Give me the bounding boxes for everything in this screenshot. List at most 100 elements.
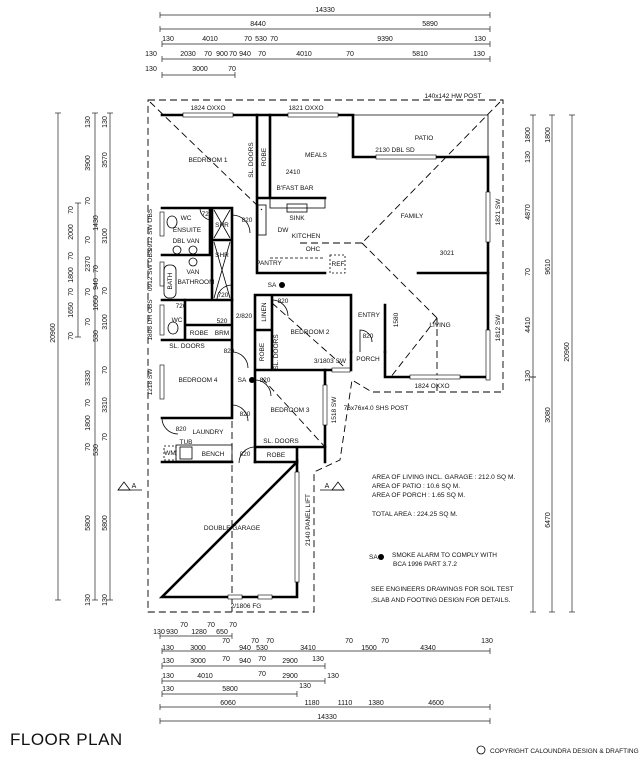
room-label-door-820d: 820 — [363, 333, 374, 340]
dimension-label: 70 — [180, 622, 188, 629]
sink-icon — [286, 203, 308, 213]
dimension-label: 70 — [85, 318, 92, 326]
dimension-label: 4340 — [420, 645, 436, 652]
room-label-shr1: SHR — [215, 222, 229, 229]
room-label-bed4-window: 1218 SW — [147, 368, 154, 396]
dimension-label: 70 — [102, 287, 109, 295]
room-label-robe4: ROBE — [190, 330, 209, 337]
dimension-label: 1800 — [68, 267, 75, 283]
dimension-label: 530 — [256, 645, 268, 652]
dimension-label: 3900 — [85, 155, 92, 171]
dimension-label: 530 — [93, 444, 100, 456]
room-label-sa2: SA — [238, 377, 247, 384]
dimension-label: 8440 — [250, 21, 266, 28]
room-label-bedroom4: BEDROOM 4 — [178, 377, 217, 384]
dimension-label: 70 — [266, 638, 274, 645]
dimension-label: 130 — [474, 36, 486, 43]
note-engineers-1: SEE ENGINEERS DRAWINGS FOR SOIL TEST — [371, 586, 514, 593]
section-label-right: A — [325, 483, 330, 490]
room-label-bedroom3: BEDROOM 3 — [270, 407, 309, 414]
dimension-label: 70 — [525, 268, 532, 276]
room-label-robe3: ROBE — [267, 452, 286, 459]
bath-icon — [163, 264, 177, 299]
dimension-label: 70 — [222, 656, 230, 663]
room-label-brm: BRM — [215, 330, 229, 337]
dimension-label: 4010 — [197, 673, 213, 680]
dimension-label: 130 — [481, 638, 493, 645]
dimension-label: 650 — [216, 629, 228, 636]
dimension-label: 9390 — [377, 36, 393, 43]
room-label-bath: BATH — [167, 272, 174, 289]
dimension-label: 3000 — [190, 645, 206, 652]
room-label-window-meals: 1821 OXXO — [288, 105, 323, 112]
toilet-icon — [166, 215, 178, 229]
room-label-ref: REF — [332, 261, 345, 268]
room-label-patio-door: 2130 DBL SD — [375, 147, 415, 154]
fridge-icon — [329, 254, 346, 274]
dimension-label: 6060 — [220, 700, 236, 707]
dimension-label: 130 — [299, 683, 311, 690]
room-label-sink: SINK — [289, 215, 305, 222]
dimension-label: 3570 — [102, 152, 109, 168]
roof-lines — [149, 101, 501, 612]
room-label-door-720b: 720 — [218, 292, 229, 299]
dimension-label: 130 — [153, 629, 165, 636]
note-area-living: AREA OF LIVING INCL. GARAGE : 212.0 SQ M… — [372, 474, 515, 481]
dimension-label: 70 — [93, 265, 100, 273]
dimension-label: 70 — [345, 638, 353, 645]
dimension-label: 3330 — [85, 370, 92, 386]
note-smoke-alarm-2: BCA 1996 PART 3.7.2 — [393, 561, 457, 568]
dimension-label: 130 — [525, 370, 532, 382]
washing-machine-icon — [163, 445, 177, 461]
dimension-label: 1430 — [93, 215, 100, 231]
room-label-patio: PATIO — [415, 135, 434, 142]
room-label-meals-dim: 2410 — [286, 169, 301, 176]
room-label-door-820h: 820 — [240, 451, 251, 458]
dimension-label: 1800 — [85, 415, 92, 431]
dimension-label: 70 — [229, 622, 237, 629]
dimension-label: 130 — [162, 658, 174, 665]
room-label-family-window: 1821 SW — [495, 198, 502, 226]
dimension-label: 70 — [85, 443, 92, 451]
room-label-bed3-window: 1518 SW — [331, 396, 338, 424]
dimension-label: 2370 — [85, 256, 92, 272]
cooktop-icon — [257, 204, 267, 236]
room-label-door-820c: 820 — [224, 348, 235, 355]
dimension-label: 70 — [258, 656, 266, 663]
note-area-patio: AREA OF PATIO : 10.6 SQ M. — [372, 483, 460, 490]
toilet-icon — [167, 321, 179, 335]
basin-icon — [188, 257, 198, 267]
dimension-label: 130 — [473, 51, 485, 58]
room-label-double-garage: DOUBLE GARAGE — [204, 525, 261, 532]
dimension-label: 4410 — [525, 317, 532, 333]
section-marker-right — [320, 481, 345, 491]
room-label-dbl-van: DBL VAN — [172, 238, 199, 245]
room-label-shr2: SHR — [215, 252, 229, 259]
dimension-label: 130 — [162, 645, 174, 652]
room-label-garage-fg: 2/1806 FG — [231, 603, 262, 610]
room-label-door-2-820: 2/820 — [236, 313, 253, 320]
room-label-living-window: 1812 SW — [495, 314, 502, 342]
dimension-label: 14330 — [315, 7, 335, 14]
dimension-label: 20960 — [50, 323, 57, 343]
dimension-label: 130 — [162, 36, 174, 43]
room-label-bedroom2: BEDROOM 2 — [290, 329, 329, 336]
room-label-brm-size: 520 — [217, 318, 228, 325]
dimension-label: 70 — [258, 671, 266, 678]
room-label-family-dim: 3021 — [440, 250, 455, 257]
room-label-ens-window: 0912 SW OBS — [147, 208, 154, 251]
copyright-icon — [476, 745, 486, 755]
section-label-left: A — [132, 483, 137, 490]
dimension-label: 130 — [312, 656, 324, 663]
room-label-tub: TUB — [180, 439, 193, 446]
dimension-label: 70 — [68, 288, 75, 296]
room-label-door-820e: 820 — [260, 377, 271, 384]
dimension-label: 70 — [346, 51, 354, 58]
room-label-door-820f: 820 — [240, 411, 251, 418]
dimension-label: 130 — [102, 116, 109, 128]
room-label-wc-window: 1806 DH OBS — [147, 299, 154, 341]
room-label-van: VAN — [187, 269, 200, 276]
room-label-door-820a: 820 — [242, 217, 253, 224]
